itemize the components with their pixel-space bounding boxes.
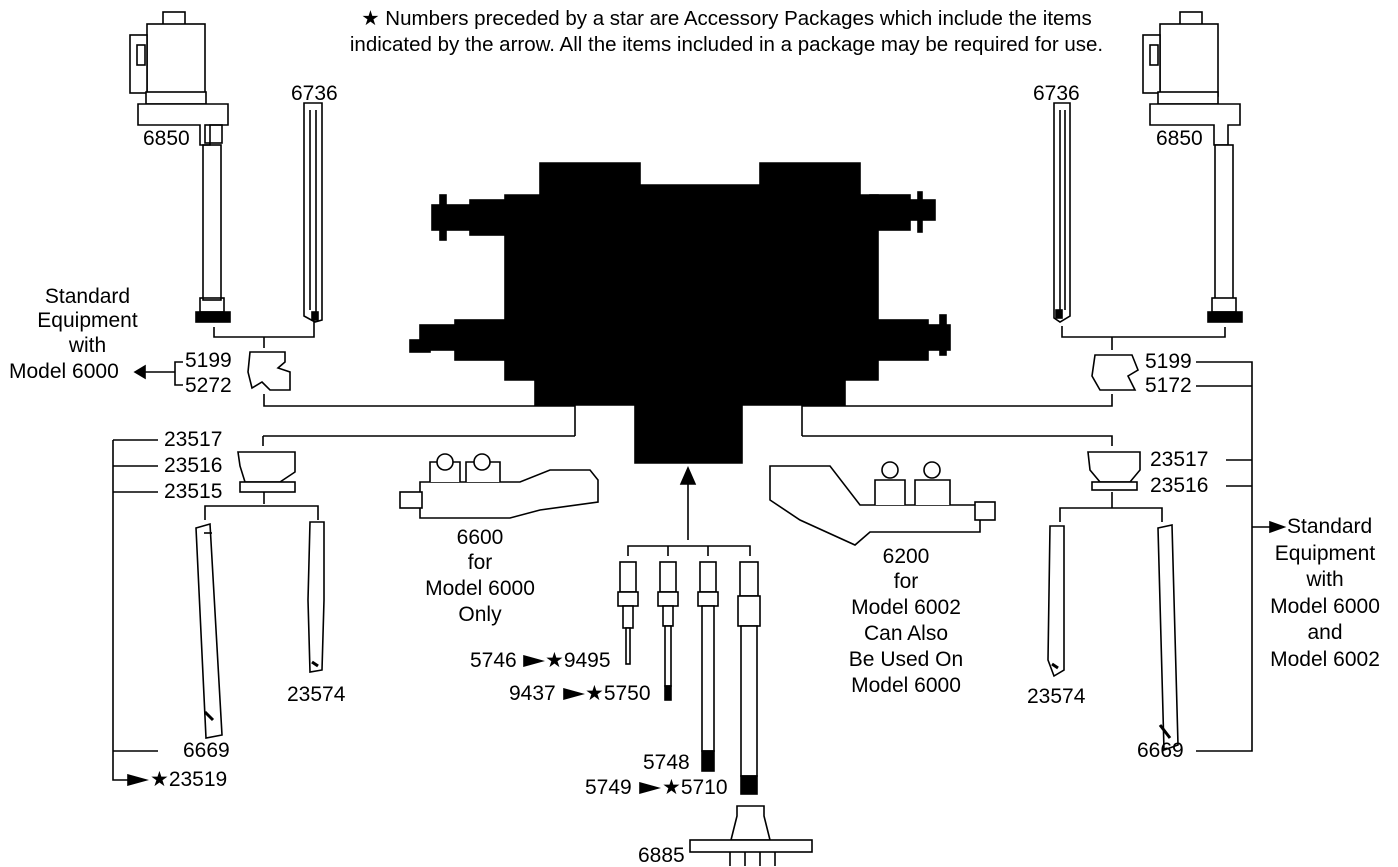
left-adapter-c-label: 23515 <box>164 480 223 503</box>
left-standard-equipment-line3: with <box>68 334 107 357</box>
left-standard-equipment-line4: Model 6000 <box>9 360 119 383</box>
table-6200-desc-3: Can Also <box>863 622 949 645</box>
right-adapter-b-label: 23516 <box>1150 474 1209 497</box>
left-clamp-b-label: 5272 <box>185 374 232 397</box>
table-6600-desc-1: for <box>467 551 493 574</box>
bit-9495-package-label: ★9495 <box>545 649 611 672</box>
bit-5748-label: 5748 <box>643 751 690 774</box>
bit-5710-package-label: ★5710 <box>662 776 728 799</box>
bit-9437-illustration <box>657 561 679 701</box>
left-blade-6736-illustration <box>303 102 323 323</box>
right-motor-6850-illustration <box>1142 11 1243 323</box>
left-motor-6850-illustration <box>129 11 231 323</box>
right-long-blade-label: 6669 <box>1137 739 1184 762</box>
left-blade-label: 6736 <box>291 82 338 105</box>
right-adapter-a-label: 23517 <box>1150 448 1209 471</box>
right-standard-equipment-line4: Model 6000 <box>1270 595 1380 618</box>
table-6600-desc-3: Only <box>458 603 502 626</box>
left-motor-label: 6850 <box>143 127 190 150</box>
note-line-1: ★ Numbers preceded by a star are Accesso… <box>361 7 1092 30</box>
table-6200-illustration <box>769 461 996 546</box>
bit-5746-illustration <box>617 561 639 665</box>
left-standard-equipment-line2: Equipment <box>37 309 138 332</box>
left-short-blade-label: 23574 <box>287 683 346 706</box>
bit-9437-label: 9437 <box>509 682 556 705</box>
right-blade-label: 6736 <box>1033 82 1080 105</box>
left-adapter-b-label: 23516 <box>164 454 223 477</box>
right-standard-equipment-line6: Model 6002 <box>1270 648 1380 671</box>
bit-5746-label: 5746 <box>470 649 517 672</box>
table-6200-desc-1: for <box>893 570 919 593</box>
right-short-blade-label: 23574 <box>1027 685 1086 708</box>
left-package-label: ★23519 <box>150 768 228 791</box>
bit-5749-illustration <box>737 561 761 795</box>
base-6885-label: 6885 <box>638 844 685 867</box>
accessory-note: ★ Numbers preceded by a star are Accesso… <box>0 6 1398 58</box>
table-6200-desc-2: Model 6002 <box>851 596 961 619</box>
left-standard-equipment-line1: Standard <box>44 285 131 308</box>
right-standard-equipment-line5: and <box>1307 621 1343 644</box>
right-blade-6736-illustration <box>1053 102 1071 323</box>
left-long-blade-label: 6669 <box>183 739 230 762</box>
right-clamp-b-label: 5172 <box>1145 374 1192 397</box>
left-clamp-a-label: 5199 <box>185 349 232 372</box>
right-standard-equipment-line3: with <box>1306 568 1344 591</box>
left-adapter-a-label: 23517 <box>164 428 223 451</box>
table-6600-illustration <box>399 453 599 519</box>
table-6600-label: 6600 <box>456 526 504 549</box>
bit-5749-label: 5749 <box>585 776 632 799</box>
center-arrows <box>566 372 811 540</box>
table-6200-desc-4: Be Used On <box>848 648 964 671</box>
right-standard-equipment-line2: Equipment <box>1274 542 1376 565</box>
table-6200-label: 6200 <box>882 545 930 568</box>
right-motor-label: 6850 <box>1156 127 1203 150</box>
bit-5750-package-label: ★5750 <box>585 682 651 705</box>
router-table-unit <box>409 162 951 464</box>
right-clamp-a-label: 5199 <box>1145 350 1192 373</box>
note-line-2: indicated by the arrow. All the items in… <box>349 33 1104 56</box>
bit-5748-illustration <box>697 561 719 772</box>
table-6600-desc-2: Model 6000 <box>425 577 535 600</box>
table-6200-desc-5: Model 6000 <box>851 674 961 697</box>
right-standard-equipment-line1: Standard <box>1287 515 1373 538</box>
base-6885-illustration <box>689 805 813 866</box>
